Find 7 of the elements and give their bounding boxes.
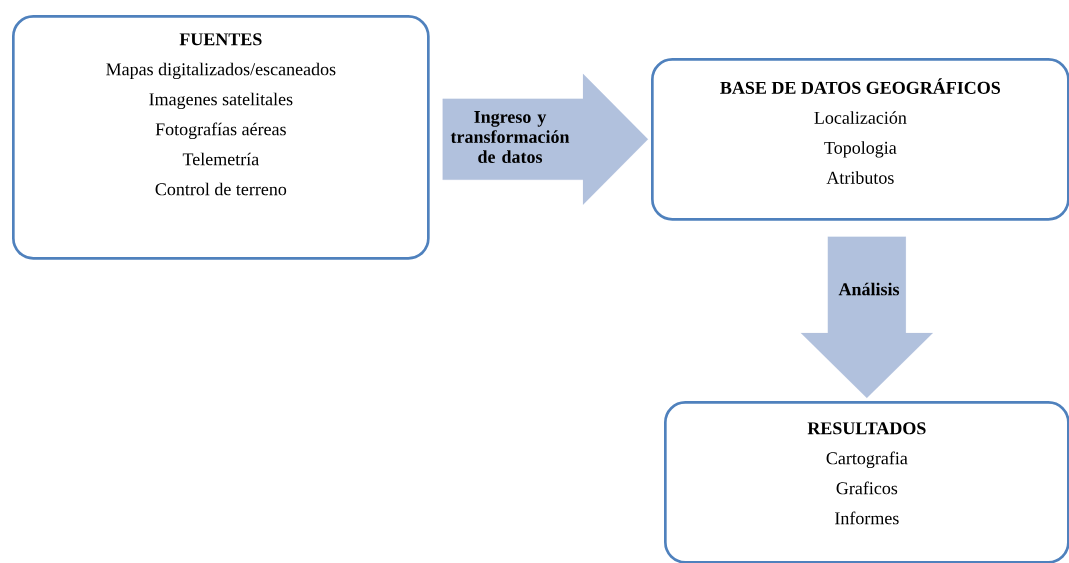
edge-label: Ingreso y transformación de datos <box>450 111 570 163</box>
rounded-box: BASE DE DATOS GEOGRÁFICOS Localización Topologia Atributos <box>651 58 1069 221</box>
rounded-box: RESULTADOS Cartografia Graficos Informes <box>664 401 1069 563</box>
rounded-box: FUENTES Mapas digitalizados/escaneados Imagenes satelitales Fotografías aéreas Telemetría Control de terreno <box>12 15 430 260</box>
block-arrow <box>442 73 649 205</box>
block-arrow <box>800 236 933 399</box>
edge-label: Análisis <box>838 282 900 296</box>
